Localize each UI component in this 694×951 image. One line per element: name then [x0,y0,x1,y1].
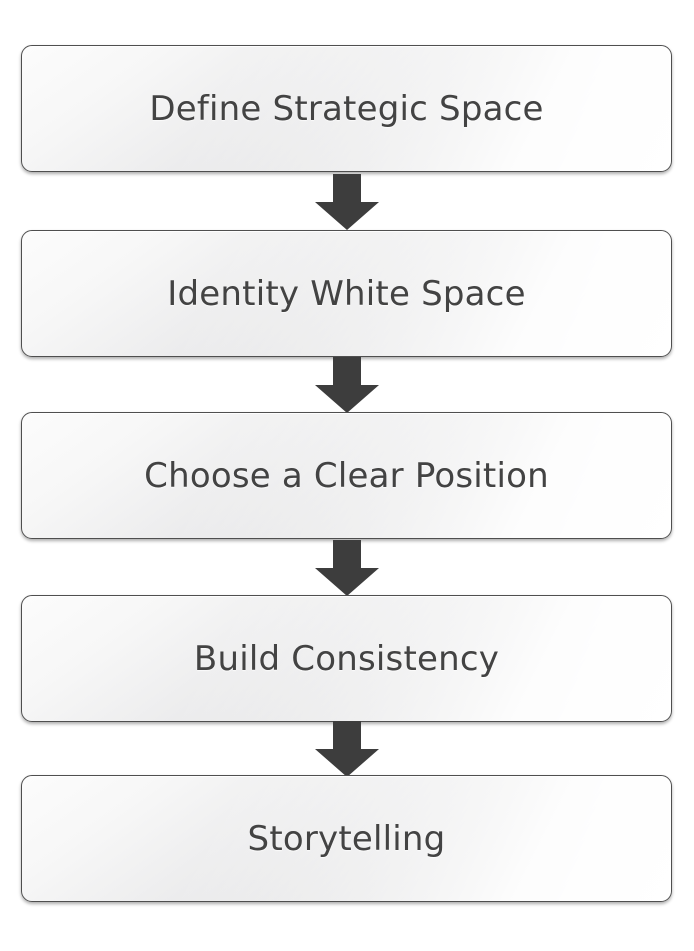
flowchart-node-label: Identity White Space [167,273,526,314]
arrow-down-icon [315,721,379,777]
arrow-down-icon [315,540,379,596]
arrow-down-icon [315,174,379,230]
flowchart-node-label: Build Consistency [193,638,500,679]
flowchart-node-define-strategic-space[interactable]: Define Strategic Space [21,45,672,172]
flowchart-node-identity-white-space[interactable]: Identity White Space [21,230,672,357]
flowchart-node-label: Storytelling [247,818,446,859]
flowchart-node-build-consistency[interactable]: Build Consistency [21,595,672,722]
flowchart-node-choose-a-clear-position[interactable]: Choose a Clear Position [21,412,672,539]
flowchart-node-storytelling[interactable]: Storytelling [21,775,672,902]
arrow-down-icon [315,357,379,413]
flowchart-node-label: Choose a Clear Position [144,455,549,496]
flowchart-node-label: Define Strategic Space [149,88,544,129]
